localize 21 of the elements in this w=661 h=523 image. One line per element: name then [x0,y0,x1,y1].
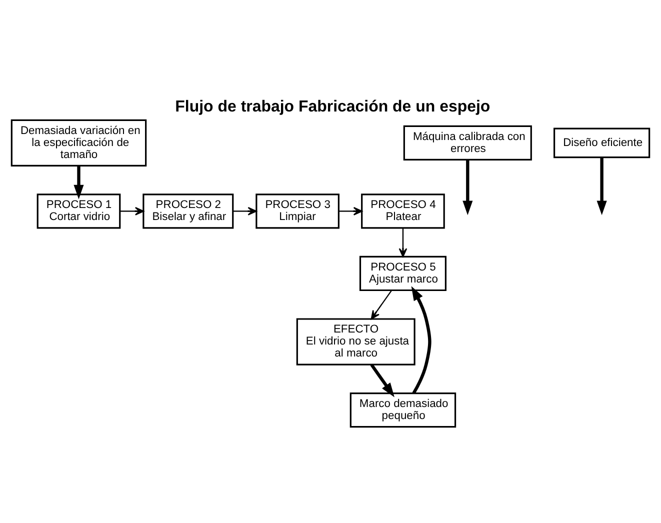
node-box: Demasiada variación en la especificación de tamaño [10,119,147,166]
arrow [370,290,392,320]
arrow [411,286,432,394]
arrow [596,158,607,216]
diagram-title: Flujo de trabajo Fabricación de un espejo [175,98,490,116]
node-box: PROCESO 3 Limpiar [256,194,340,229]
arrow [120,207,144,216]
arrow [233,207,257,216]
arrow [370,364,394,398]
arrow [398,228,408,258]
arrow [74,166,84,200]
node-box: PROCESO 5 Ajustar marco [359,256,446,292]
node-box: Marco demasiado pequeño [350,392,456,428]
node-box: PROCESO 2 Biselar y afinar [142,194,234,229]
node-box: EFECTO El vidrio no se ajusta al marco [296,318,416,366]
node-box: Máquina calibrada con errores [403,125,532,160]
node-box: PROCESO 1 Cortar vidrio [36,194,121,229]
node-box: PROCESO 4 Platear [361,194,445,229]
arrow [338,207,362,216]
arrow [462,160,473,216]
node-box: Diseño eficiente [554,128,650,158]
